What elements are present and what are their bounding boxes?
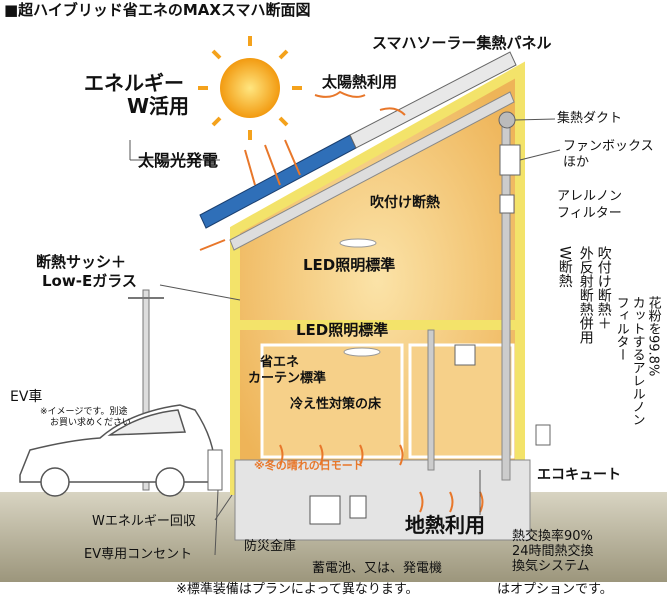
ev-car-icon [19, 404, 216, 497]
label-allernon-2: フィルター [557, 206, 622, 221]
label-solar-panel: スマハソーラー集熱パネル [372, 34, 552, 52]
sun-icon [198, 36, 302, 140]
label-energy: エネルギー [84, 71, 184, 95]
ev-note-2: お買い求めください [50, 418, 132, 428]
label-battery: 蓄電池、又は、発電機 [312, 561, 443, 576]
footer-note: ※標準装備はプランによって異なります。 [176, 582, 419, 597]
label-led-2: LED照明標準 [296, 321, 389, 339]
footer-option: はオプションです。 [497, 582, 613, 597]
label-fanbox: ファンボックス [563, 139, 654, 154]
label-vent-2: 24時間熱交換 [512, 544, 594, 559]
label-solar-heat: 太陽熱利用 [322, 73, 398, 91]
label-w-recover: Wエネルギー回収 [92, 514, 196, 529]
label-fanbox-2: ほか [563, 155, 590, 170]
label-allernon: アレルノン [557, 189, 623, 204]
label-ev: EV車 [10, 389, 43, 405]
led-light-icon [343, 347, 381, 357]
label-spray: 吹付け断熱 [370, 195, 440, 211]
label-winter: ※冬の晴れの日モード [254, 459, 364, 472]
utility-pole [142, 289, 150, 491]
ev-note-1: ※イメージです。別途 [40, 407, 128, 417]
label-vent-1: 熱交換率90% [512, 529, 593, 544]
label-led-1: LED照明標準 [303, 256, 396, 274]
label-pollen-1: 花粉を99.8% [645, 296, 661, 377]
label-sash: 断熱サッシ＋ [36, 253, 127, 271]
label-curtain: 省エネ [260, 355, 300, 370]
led-light-icon [339, 238, 377, 248]
foundation [234, 459, 531, 541]
solar-heat-panel [349, 51, 517, 149]
label-ev-outlet: EV専用コンセント [84, 547, 193, 562]
label-w-insulation-3: W断熱 [556, 246, 573, 288]
label-geo: 地熱利用 [405, 513, 485, 537]
label-energy-w: W活用 [127, 94, 190, 118]
label-ecocute: エコキュート [537, 467, 621, 483]
label-low-e: Low-Eガラス [42, 272, 137, 290]
label-solar-power: 太陽光発電 [138, 151, 219, 170]
label-w-insulation-2: 外反射断熱併用 [577, 246, 594, 344]
label-duct: 集熱ダクト [557, 111, 623, 126]
label-floor: 冷え性対策の床 [290, 397, 382, 412]
page-title: ■超ハイブリッド省エネのMAXスマハ断面図 [4, 1, 311, 19]
label-safe: 防災金庫 [244, 539, 297, 554]
label-pollen-2: カットするアレルノン [629, 296, 645, 426]
label-pollen-3: フィルター [613, 296, 629, 361]
label-w-insulation-1: 吹付け断熱＋ [595, 246, 612, 330]
label-vent-3: 換気システム [512, 559, 590, 574]
label-curtain-2: カーテン標準 [248, 371, 327, 386]
